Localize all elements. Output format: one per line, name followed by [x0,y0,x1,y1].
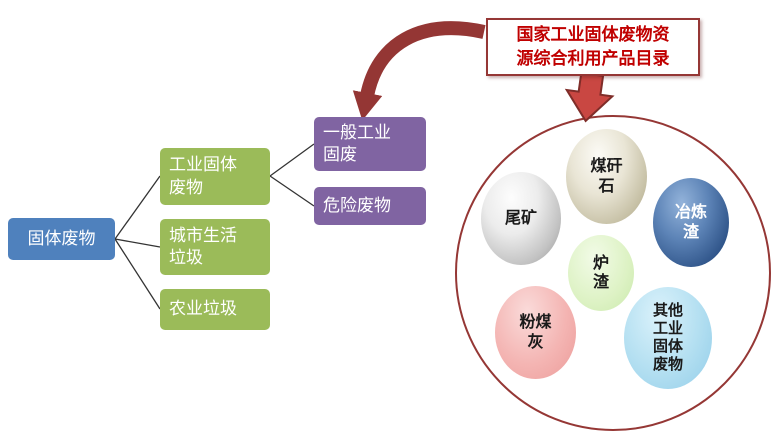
ellipse-tailings: 尾矿 [481,172,561,265]
ellipse-furnace-slag: 炉 渣 [568,235,634,311]
general-industrial-waste-box: 一般工业 固废 [314,117,426,171]
ellipse-fly-ash: 粉煤 灰 [495,286,576,379]
ellipse-other-industrial-solid-waste: 其他 工业 固体 废物 [624,287,712,389]
industrial-solid-waste-box: 工业固体 废物 [160,148,270,205]
catalog-box: 国家工业固体废物资 源综合利用产品目录 [486,18,700,76]
circle-boundary [455,115,771,431]
down-arrow [564,71,615,123]
agricultural-waste-box: 农业垃圾 [160,289,270,330]
ellipse-coal-gangue: 煤矸 石 [566,129,647,224]
hazardous-waste-box: 危险废物 [314,187,426,225]
connector-lines [114,143,315,310]
solid-waste-box: 固体废物 [8,218,115,260]
municipal-household-waste-box: 城市生活 垃圾 [160,219,270,275]
curved-arrow [352,21,486,121]
ellipse-smelting-slag: 冶炼 渣 [653,178,729,267]
